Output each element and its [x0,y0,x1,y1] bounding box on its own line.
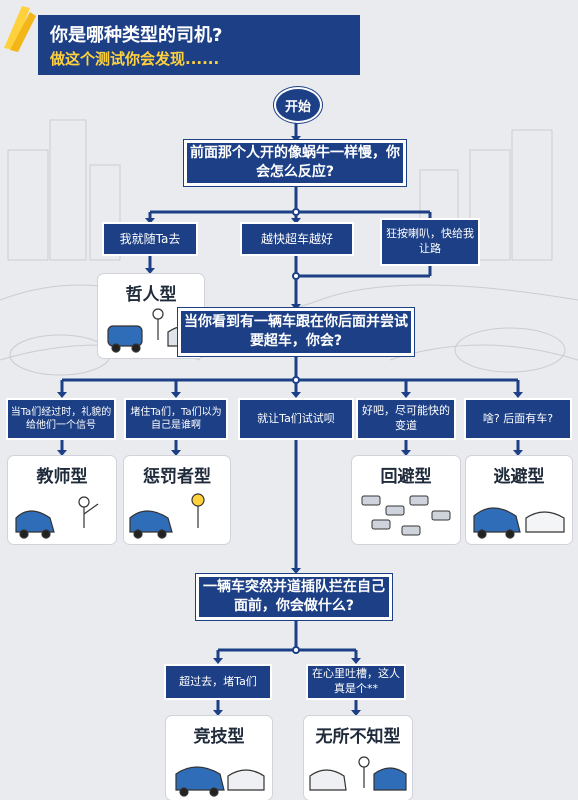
q3-option-1: 超过去，堵Ta们 [164,664,272,700]
result-type-competitor: 竞技型 [193,727,245,747]
q1-option-3: 狂按喇叭，快给我让路 [380,218,480,266]
result-card-competitor: 竞技型 [166,716,272,800]
result-type-know-it-all: 无所不知型 [315,727,401,747]
traffic-illustration-icon [361,495,451,536]
q1-option-1: 我就随Ta去 [102,222,198,256]
result-type-teacher: 教师型 [36,467,88,487]
car-illustration-icon [473,507,565,539]
result-type-avoider: 回避型 [380,467,432,487]
q3-option-2: 在心里吐槽，这人真是个** [306,664,406,700]
result-card-punisher: 惩罚者型 [124,456,230,544]
result-card-know-it-all: 无所不知型 [304,716,412,800]
q2-option-1: 当Ta们经过时，礼貌的给他们一个信号 [6,398,116,440]
result-card-teacher: 教师型 [8,456,116,544]
result-type-philosopher: 哲人型 [125,285,177,305]
question-1-box: 前面那个人开的像蜗牛一样慢，你会怎么反应? [184,140,406,186]
car-illustration-icon [175,766,265,797]
title-banner: 你是哪种类型的司机? 做这个测试你会发现...... [38,15,360,75]
result-type-punisher: 惩罚者型 [143,467,211,487]
q2-option-2: 堵住Ta们，Ta们以为自己是谁啊 [124,398,228,440]
q2-option-5: 啥? 后面有车? [464,398,572,440]
result-card-escaper: 逃避型 [466,456,572,544]
car-illustration-icon [309,756,407,791]
q2-option-4: 好吧，尽可能快的变道 [356,398,456,440]
page-title: 你是哪种类型的司机? [50,25,223,46]
q1-option-2: 越快超车越好 [240,222,354,256]
car-illustration-icon [129,493,205,539]
page-subtitle: 做这个测试你会发现...... [50,50,220,68]
result-type-escaper: 逃避型 [493,467,545,487]
car-illustration-icon [15,496,99,539]
question-3-box: 一辆车突然并道插队拦在自己面前，你会做什么? [196,574,392,620]
question-2-box: 当你看到有一辆车跟在你后面并尝试要超车，你会? [178,308,414,356]
q2-option-3: 就让Ta们试试呗 [238,398,354,440]
logo-icon [4,6,36,52]
start-node: 开始 [274,87,322,123]
result-card-avoider: 回避型 [352,456,460,544]
